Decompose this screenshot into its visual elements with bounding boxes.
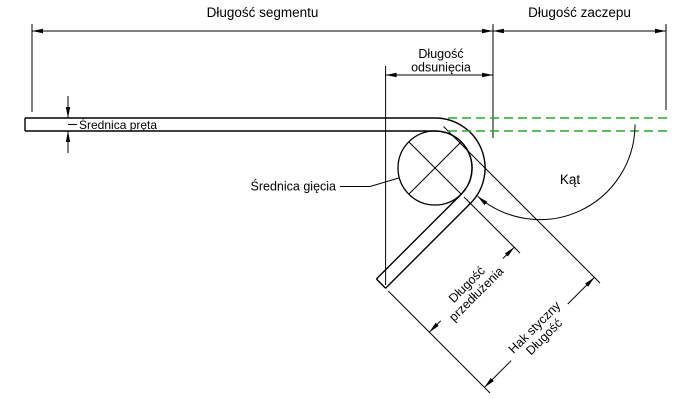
hook-outer-edge	[385, 202, 471, 289]
angle-label: Kąt	[560, 172, 581, 187]
arrowhead-lower-icon	[484, 377, 494, 388]
dimension-bar-diameter: Średnica pręta	[65, 96, 157, 153]
dimension-angle: Kąt	[477, 124, 636, 220]
offset-length-label-line1: Długość	[418, 47, 463, 61]
bend-arc-outer	[434, 117, 486, 204]
arrowhead-lower-icon	[429, 322, 439, 333]
angle-arc	[477, 124, 636, 220]
hook-end-cap	[375, 278, 387, 289]
extension-line-bend-exit	[463, 196, 521, 254]
bend-cross-mark-icon	[408, 141, 462, 195]
arrowhead-upper-icon	[504, 247, 515, 257]
extension-line-hook-tip-diagonal	[388, 290, 491, 394]
dimension-tangent-hook-length: Hak styczny Długość	[484, 277, 595, 388]
segment-length-label: Długość segmentu	[207, 5, 319, 20]
hook-allowance-length-label: Długość zaczepu	[528, 5, 631, 20]
hook-outline	[375, 117, 486, 289]
arrowhead-left-icon	[32, 28, 43, 34]
extension-line-bend-start	[443, 126, 601, 284]
extension-length-label-group: Długość przedłużenia	[430, 248, 514, 331]
leader-line	[369, 177, 400, 187]
offset-length-label-line2: odsunięcia	[411, 61, 471, 75]
arrowhead-upper-icon	[585, 277, 595, 287]
bend-diameter-label: Średnica gięcia	[251, 179, 337, 194]
dimension-extension-length: Długość przedłużenia	[429, 246, 515, 333]
label-backplate	[430, 248, 514, 331]
bend-diameter-circle	[397, 130, 473, 206]
tangent-hook-label-group: Hak styczny Długość	[500, 293, 579, 371]
extension-lines	[31, 24, 667, 394]
arrowhead-down-icon	[65, 107, 71, 118]
bend-diameter-callout: Średnica gięcia	[251, 177, 400, 194]
bar-diameter-label: Średnica pręta	[79, 117, 157, 132]
arrowhead-left-icon	[493, 28, 504, 34]
arrowhead-right-icon	[482, 28, 493, 34]
dimension-offset-length: Długość odsunięcia	[385, 47, 493, 78]
arrowhead-right-icon	[655, 28, 666, 34]
hook-inner-edge	[375, 193, 462, 280]
bend-diameter-marker	[397, 130, 473, 206]
arrowhead-right-icon	[482, 72, 493, 78]
bar-projection-dashed	[448, 117, 667, 132]
arrowhead-up-icon	[65, 131, 71, 142]
arrowhead-left-icon	[385, 72, 397, 78]
bar-outline	[24, 117, 435, 132]
dimension-segment-length: Długość segmentu	[32, 5, 493, 34]
dimension-hook-allowance-length: Długość zaczepu	[493, 5, 666, 34]
label-backplate	[500, 293, 579, 371]
arrowhead-arc-icon	[477, 196, 488, 206]
